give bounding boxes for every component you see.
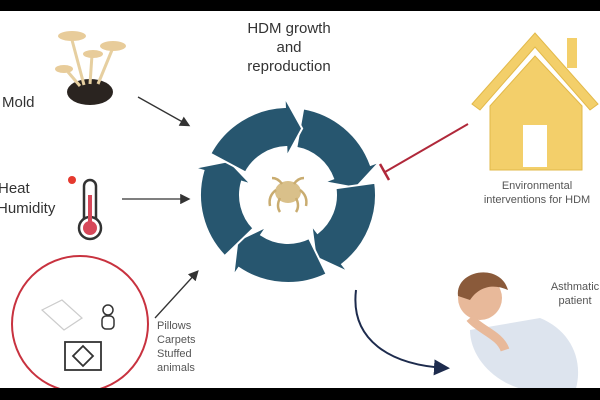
mold-arrow xyxy=(137,96,191,127)
patient-label: Asthmatic patient xyxy=(535,280,600,308)
sources-arrow xyxy=(154,270,199,319)
pillow-icon xyxy=(40,299,83,331)
cycle-arrow-segment xyxy=(193,159,255,258)
diagram-canvas: HDM growth and reproduction Mold Heat Hu… xyxy=(0,11,600,388)
mold-label: Mold xyxy=(2,94,35,111)
patient-arrow xyxy=(354,289,450,376)
environment-label: Environmental interventions for HDM xyxy=(462,179,600,207)
patient-line: patient xyxy=(558,295,592,307)
dust-mite-icon xyxy=(268,176,308,213)
carpet-icon xyxy=(64,341,102,371)
heat-label: Heat xyxy=(0,180,30,197)
household-sources-circle xyxy=(11,255,149,388)
sources-line: animals xyxy=(157,362,195,374)
sources-line: Carpets xyxy=(157,334,196,346)
cycle-title: HDM growth and reproduction xyxy=(230,19,348,76)
environment-line: interventions for HDM xyxy=(483,194,591,206)
diagram-graphics xyxy=(11,31,599,388)
house-icon xyxy=(471,32,599,171)
inhibition-line xyxy=(384,123,469,173)
humidity-label: Humidity xyxy=(0,200,56,217)
cycle-arrow-segment xyxy=(309,181,377,274)
sources-label: Pillows Carpets Stuffed animals xyxy=(157,319,196,375)
thermometer-icon xyxy=(68,176,103,241)
cycle-arrow-segment xyxy=(295,107,381,189)
title-line: reproduction xyxy=(247,58,331,75)
asthmatic-patient-icon xyxy=(457,272,579,388)
mold-mushroom-icon xyxy=(55,31,126,105)
inhibition-bar xyxy=(378,163,391,181)
cycle-arrows-icon xyxy=(193,96,381,284)
sources-line: Pillows xyxy=(157,320,192,332)
title-line: and xyxy=(276,39,302,56)
sources-line: Stuffed xyxy=(157,348,192,360)
environment-line: Environmental xyxy=(501,180,573,192)
patient-line: Asthmatic xyxy=(550,281,600,293)
cycle-arrow-segment xyxy=(232,224,328,284)
teddy-bear-icon xyxy=(101,304,115,330)
title-line: HDM growth xyxy=(247,20,331,37)
cycle-arrow-segment xyxy=(208,96,304,174)
